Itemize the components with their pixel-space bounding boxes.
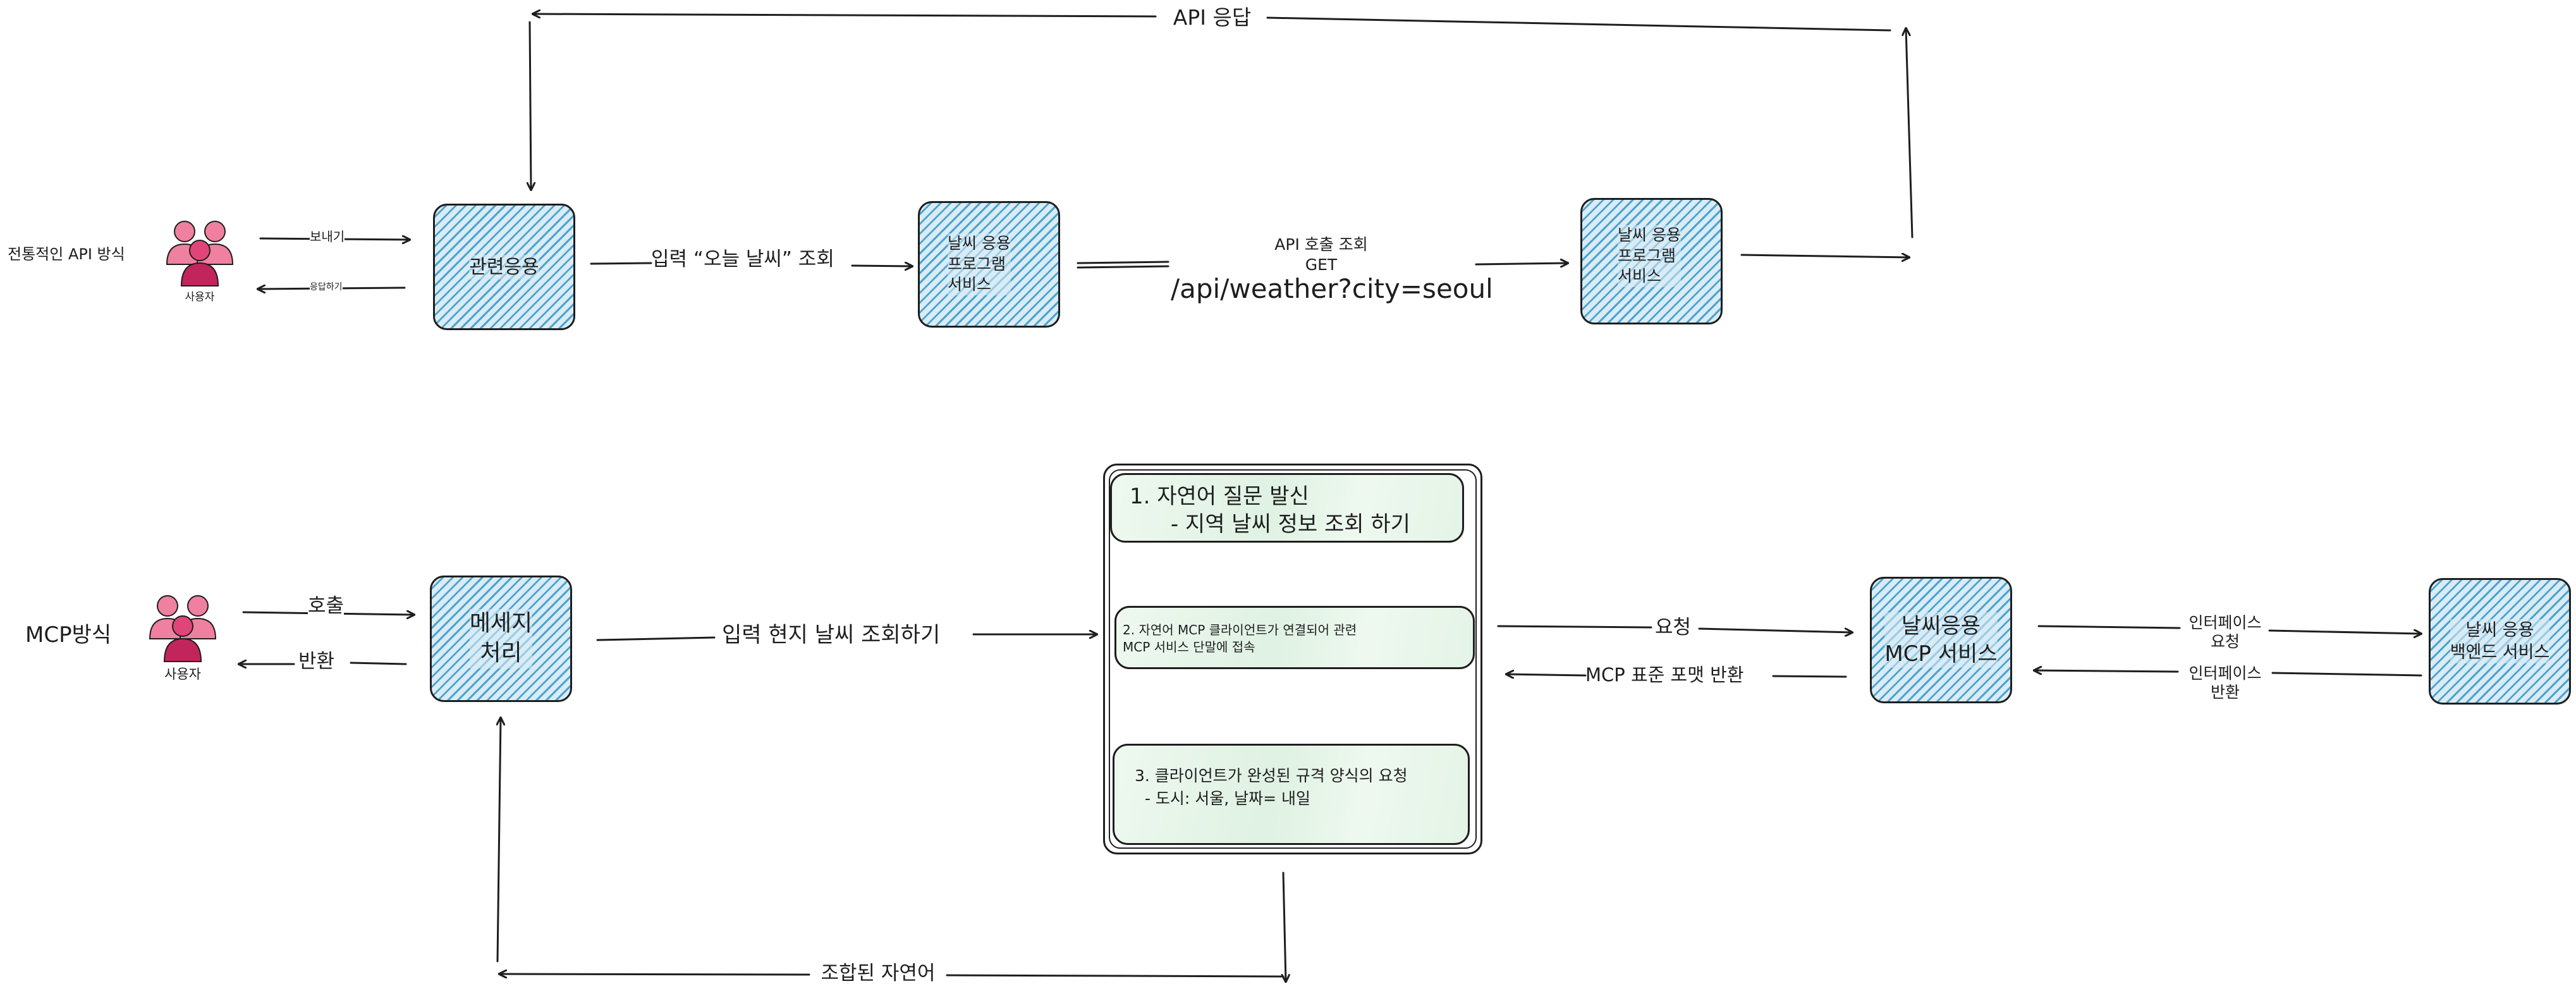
step-2-box: 2. 자연어 MCP 클라이언트가 연결되어 관련 MCP 서비스 단말에 접속 [1114, 606, 1475, 669]
user-icon [166, 221, 234, 286]
interface-return-label: 인터페이스 반환 [2188, 664, 2262, 701]
input-local-weather-label: 입력 현지 날씨 조회하기 [722, 622, 941, 648]
mcp-standard-return-label: MCP 표준 포맷 반환 [1585, 664, 1744, 686]
arrow-to-right [1740, 255, 1909, 257]
step-1-text: 1. 자연어 질문 발신 - 지역 날씨 정보 조회 하기 [1130, 484, 1410, 538]
call-label: 호출 [308, 594, 345, 619]
user-icon [149, 595, 217, 662]
arrow-mcp-return-b [1506, 674, 1587, 675]
message-processing-box: 메세지 처리 [430, 576, 572, 702]
api-path: /api/weather?city=seoul [1171, 273, 1493, 304]
combined-natural-language-label: 조합된 자연어 [821, 962, 936, 985]
arrow-if-request-b [2268, 631, 2421, 634]
api-call-title: API 호출 조회 [1274, 235, 1368, 254]
return-label: 반환 [298, 650, 335, 674]
step-2-text: 2. 자연어 MCP 클라이언트가 연결되어 관련 MCP 서비스 단말에 접속 [1123, 622, 1357, 655]
arrow-input-1 [590, 262, 652, 265]
mcp-service-label: 날씨응용 MCP 서비스 [1884, 612, 1998, 668]
arrow-mcp-return-a [1772, 675, 1847, 678]
line-combined-left [499, 974, 810, 975]
arrow-request-b [1698, 627, 1852, 632]
interface-request-label: 인터페이스 요청 [2188, 613, 2262, 651]
request-label: 요청 [1655, 616, 1692, 639]
arrow-down-to-app [530, 21, 531, 190]
section-label-mcp: MCP방식 [25, 622, 112, 648]
user-label: 사용자 [164, 667, 201, 682]
backend-service-box: 날씨 응용 백엔드 서비스 [2429, 578, 2571, 705]
api-response-label: API 응답 [1173, 5, 1252, 30]
mcp-client-frame-inner [1109, 469, 1477, 849]
arrow-if-request-a [2037, 625, 2181, 629]
line-return-b [350, 662, 407, 665]
mcp-service-box: 날씨응용 MCP 서비스 [1870, 577, 2012, 703]
user-label: 사용자 [185, 291, 215, 304]
arrow-down-from-frame [1283, 872, 1286, 982]
weather-app-box-2: 날씨 응용 프로그램 서비스 [1580, 198, 1723, 324]
arrow-if-return-b [2034, 670, 2179, 672]
weather-app-box-1: 날씨 응용 프로그램 서비스 [918, 201, 1060, 328]
line-input-mcp [596, 636, 716, 641]
weather-app-label-1: 날씨 응용 프로그램 서비스 [948, 233, 1011, 295]
step-1-box: 1. 자연어 질문 발신 - 지역 날씨 정보 조회 하기 [1110, 473, 1464, 543]
weather-app-label-2: 날씨 응용 프로그램 서비스 [1618, 225, 1681, 287]
arrow-request-a [1497, 625, 1652, 629]
backend-service-label: 날씨 응용 백엔드 서비스 [2450, 619, 2550, 664]
related-app-box: 관련응용 [433, 204, 575, 330]
double-connector-b [1077, 265, 1169, 269]
related-app-label: 관련응용 [469, 254, 539, 280]
message-processing-label: 메세지 처리 [469, 609, 533, 668]
arrow-up-to-message [497, 718, 501, 963]
double-connector-a [1077, 261, 1169, 264]
section-label-traditional: 전통적인 API 방식 [8, 245, 125, 263]
arrow-up [1906, 28, 1914, 238]
arrow-api-call [1475, 263, 1568, 264]
step-3-box: 3. 클라이언트가 완성된 규격 양식의 요청 - 도시: 서울, 날짜= 내일 [1113, 744, 1470, 845]
input-today-weather-label: 입력 “오늘 날씨” 조회 [651, 248, 834, 271]
arrow-if-return-a [2271, 672, 2422, 677]
reply-label: 응답하기 [310, 282, 343, 293]
api-method: GET [1305, 256, 1338, 274]
send-label: 보내기 [310, 229, 345, 244]
arrow-api-response-left [533, 14, 1157, 16]
step-3-text: 3. 클라이언트가 완성된 규격 양식의 요청 - 도시: 서울, 날짜= 내일 [1135, 767, 1408, 808]
line-combined-right [946, 974, 1285, 978]
line-api-response-right [1266, 16, 1891, 32]
